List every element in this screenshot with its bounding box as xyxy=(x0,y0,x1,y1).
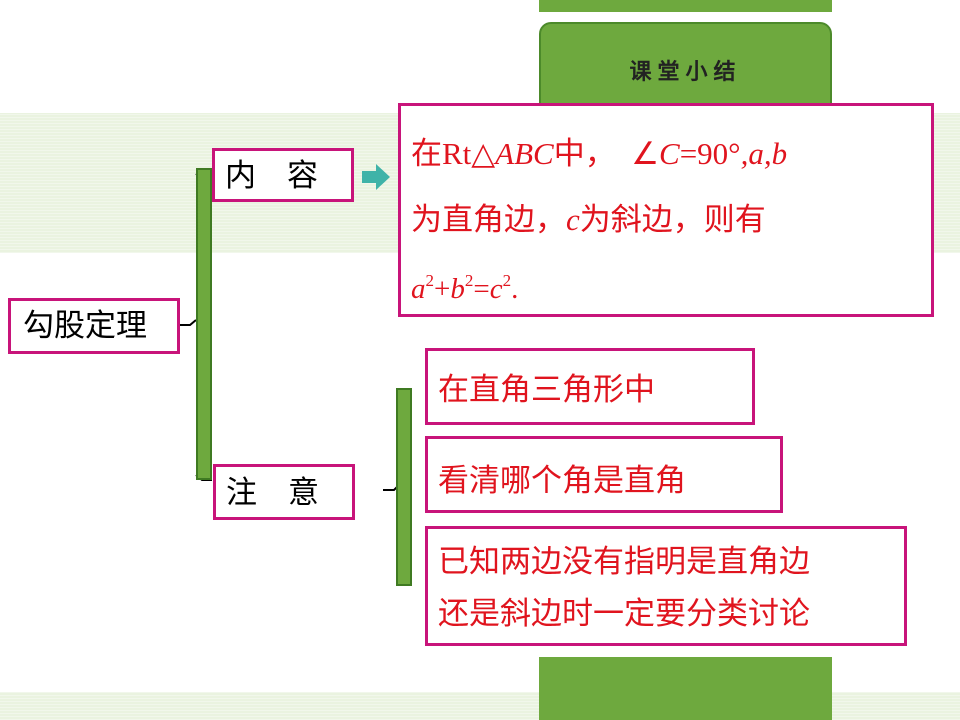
header-badge-label: 课堂小结 xyxy=(629,60,742,85)
top-green-strip xyxy=(539,0,832,12)
root-node-label: 勾股定理 xyxy=(23,308,147,344)
theorem-content-box: 在Rt△ABC中， ∠C=90°,a,b 为直角边，c为斜边，则有 a2+b2=… xyxy=(398,103,934,317)
notice-brace-bar xyxy=(396,388,412,586)
content-line-2: 为直角边，c为斜边，则有 xyxy=(411,202,766,238)
note-1-text: 在直角三角形中 xyxy=(438,372,655,408)
branch-notice-node: 注 意 xyxy=(213,464,355,520)
bottom-green-block xyxy=(539,657,832,720)
arrow-right-icon xyxy=(362,164,390,190)
branch-content-node: 内 容 xyxy=(212,148,354,202)
note-box-3: 已知两边没有指明是直角边 还是斜边时一定要分类讨论 xyxy=(425,526,907,646)
content-line-3-formula: a2+b2=c2. xyxy=(411,271,519,305)
branch-notice-label: 注 意 xyxy=(226,475,319,511)
root-node: 勾股定理 xyxy=(8,298,180,354)
note-3-line-1: 已知两边没有指明是直角边 xyxy=(438,544,810,580)
root-brace-tick xyxy=(180,319,197,326)
content-line-1: 在Rt△ABC中， ∠C=90°,a,b xyxy=(411,136,788,172)
branch-content-label: 内 容 xyxy=(225,158,318,194)
note-box-1: 在直角三角形中 xyxy=(425,348,755,425)
note-box-2: 看清哪个角是直角 xyxy=(425,436,783,513)
note-3-line-2: 还是斜边时一定要分类讨论 xyxy=(438,596,810,632)
root-brace-bar xyxy=(196,168,212,480)
note-2-text: 看清哪个角是直角 xyxy=(438,463,686,499)
